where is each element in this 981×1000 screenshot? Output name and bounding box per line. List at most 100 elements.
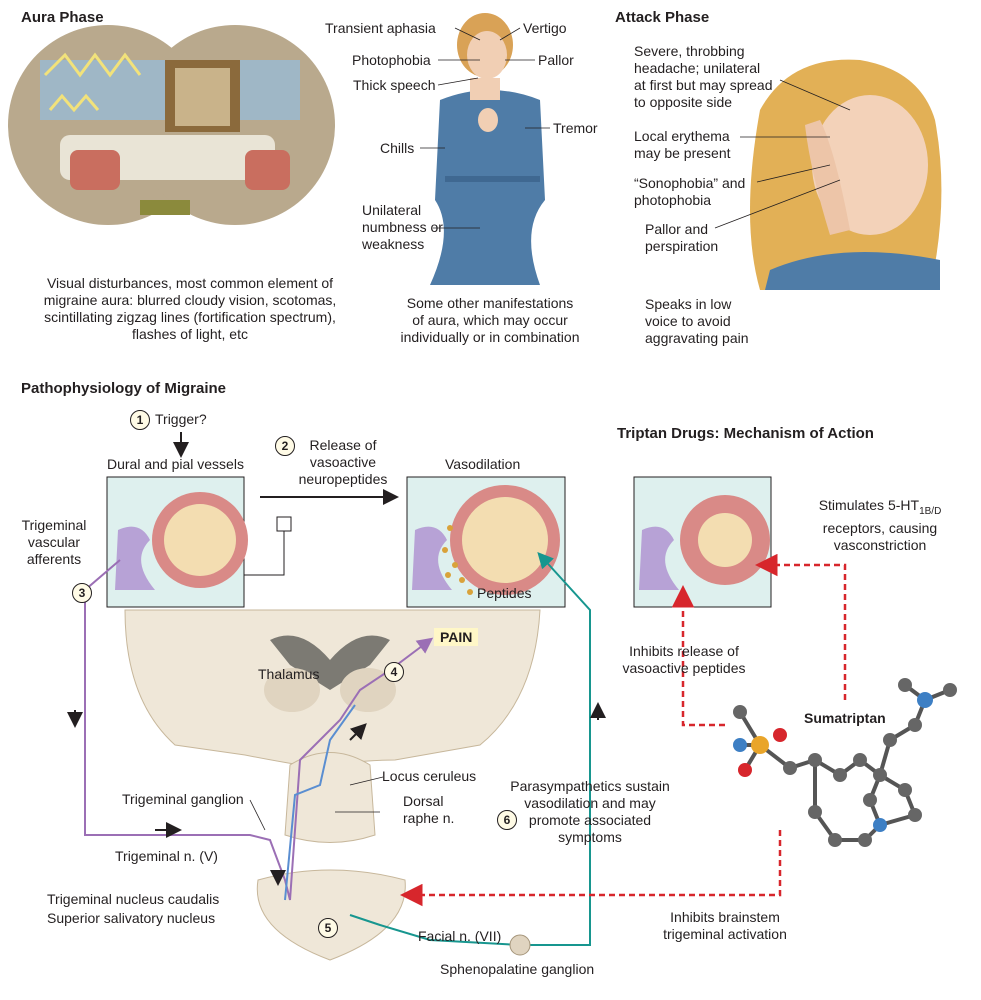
- nucleus-caudalis-label: Trigeminal nucleus caudalis: [47, 891, 220, 907]
- step-number-2: 2: [275, 436, 295, 456]
- brain-section: [124, 516, 541, 961]
- aura-caption-line: migraine aura: blurred cloudy vision, sc…: [43, 292, 337, 308]
- facial-nerve-label: Facial n. (VII): [418, 928, 502, 944]
- attack-voice-line: Speaks in low: [645, 296, 732, 312]
- sumatriptan-atoms: [733, 678, 957, 847]
- aura-caption-line: flashes of light, etc: [132, 326, 248, 342]
- woman-aura-illustration: [430, 13, 545, 285]
- attack-pallor-line: Pallor and: [645, 221, 709, 237]
- parasym-line: promote associated: [528, 812, 652, 828]
- vasodilation-label: Vasodilation: [445, 456, 521, 472]
- attack-erythema-line: Local erythema: [634, 128, 730, 144]
- inhibits-release-label: Inhibits release of vasoactive peptides: [604, 643, 764, 677]
- parasym-line: Parasympathetics sustain: [510, 778, 670, 794]
- attack-headache: Severe, throbbing headache; unilateral a…: [634, 43, 773, 111]
- inhibits-brainstem-line: Inhibits brainstem: [670, 909, 780, 925]
- parasympathetics-label: Parasympathetics sustain vasodilation an…: [495, 778, 685, 846]
- afferents-line: vascular: [27, 534, 81, 550]
- attack-title: Attack Phase: [615, 9, 710, 26]
- release-line: Release of: [309, 437, 377, 453]
- pain-label: PAIN: [434, 628, 479, 646]
- symptoms-caption-line: Some other manifestations: [406, 295, 574, 311]
- attack-voice-line: voice to avoid: [645, 313, 731, 329]
- stimulates-line: receptors, causing: [822, 519, 938, 536]
- afferents-line: Trigeminal: [21, 517, 87, 533]
- attack-voice: Speaks in low voice to avoid aggravating…: [645, 296, 749, 347]
- woman-attack-illustration: [750, 59, 942, 291]
- inhibits-release-line: vasoactive peptides: [622, 660, 746, 676]
- symptom-vertigo: Vertigo: [523, 20, 567, 36]
- inhibits-brainstem-label: Inhibits brainstem trigeminal activation: [640, 909, 810, 943]
- symptom-pallor: Pallor: [538, 52, 574, 68]
- raphe-path: [284, 704, 356, 901]
- inhibits-brainstem-line: trigeminal activation: [663, 926, 787, 942]
- release-line: vasoactive: [309, 454, 377, 470]
- symptoms-caption-line: of aura, which may occur: [412, 312, 568, 328]
- attack-voice-line: aggravating pain: [645, 330, 749, 346]
- triptan-inhibit-release-arrow: [671, 585, 725, 727]
- attack-headache-line: Severe, throbbing: [634, 43, 745, 59]
- patho-title: Pathophysiology of Migraine: [21, 380, 227, 397]
- sphenopalatine-ganglion-shape: [509, 934, 531, 956]
- release-line: neuropeptides: [298, 471, 388, 487]
- stimulates-line: vasconstriction: [833, 536, 927, 553]
- attack-erythema: Local erythema may be present: [634, 128, 731, 162]
- numbness-line: Unilateral: [362, 202, 422, 218]
- salivatory-nucleus-label: Superior salivatory nucleus: [47, 910, 216, 926]
- parasym-line: vasodilation and may: [524, 795, 656, 811]
- stimulates-text: Stimulates 5-HT: [818, 497, 920, 513]
- thalamus-label: Thalamus: [258, 666, 320, 682]
- attack-sonophobia: “Sonophobia” and photophobia: [634, 175, 745, 209]
- sphenopalatine-label: Sphenopalatine ganglion: [440, 961, 595, 977]
- aura-title: Aura Phase: [21, 9, 104, 26]
- attack-sonophobia-line: “Sonophobia” and: [634, 175, 746, 191]
- parasym-line: symptoms: [558, 829, 622, 845]
- afferents-line: afferents: [26, 551, 82, 567]
- attack-erythema-line: may be present: [634, 145, 731, 161]
- symptom-chills: Chills: [380, 140, 415, 156]
- stimulates-label: Stimulates 5-HT1B/D receptors, causing v…: [780, 497, 980, 554]
- numbness-line: weakness: [362, 236, 425, 252]
- peptides-label: Peptides: [477, 585, 532, 601]
- trigeminal-nerve-label: Trigeminal n. (V): [115, 848, 218, 864]
- attack-headache-line: to opposite side: [634, 94, 733, 110]
- inhibits-release-line: Inhibits release of: [629, 643, 739, 659]
- dorsal-raphe-label: Dorsal raphe n.: [403, 793, 454, 827]
- dorsal-line: Dorsal: [403, 793, 444, 809]
- stimulates-line: Stimulates 5-HT1B/D: [780, 497, 980, 520]
- attack-headache-line: headache; unilateral: [634, 60, 761, 76]
- aura-room-illustration: [8, 25, 335, 225]
- release-label: Release of vasoactive neuropeptides: [283, 437, 403, 488]
- numbness-line: numbness or: [362, 219, 443, 235]
- step-number-3: 3: [72, 583, 92, 603]
- attack-headache-line: at first but may spread: [634, 77, 773, 93]
- symptom-transient-aphasia: Transient aphasia: [325, 20, 436, 36]
- step-number-6: 6: [497, 810, 517, 830]
- symptoms-caption-line: individually or in combination: [400, 329, 580, 345]
- step-number-4: 4: [384, 662, 404, 682]
- triptan-title: Triptan Drugs: Mechanism of Action: [617, 425, 874, 442]
- triptan-vasoconstrict-arrow: [755, 553, 847, 700]
- triptan-vessel-box: [633, 476, 772, 608]
- attack-pallor: Pallor and perspiration: [645, 221, 718, 255]
- attack-pallor-line: perspiration: [645, 238, 719, 254]
- symptom-tremor: Tremor: [553, 120, 598, 136]
- stimulates-subscript: 1B/D: [919, 505, 942, 517]
- dural-vessel-box: [106, 476, 248, 608]
- symptom-thick-speech: Thick speech: [353, 77, 436, 93]
- aura-caption-line: scintillating zigzag lines (fortificatio…: [44, 309, 336, 325]
- symptom-photophobia: Photophobia: [352, 52, 431, 68]
- triptan-inhibit-brainstem-arrow: [400, 830, 782, 907]
- symptoms-caption: Some other manifestations of aura, which…: [385, 295, 595, 346]
- attack-sonophobia-line: photophobia: [634, 192, 712, 208]
- dorsal-line: raphe n.: [403, 810, 455, 826]
- step-number-1: 1: [130, 410, 150, 430]
- trigeminal-ganglion-label: Trigeminal ganglion: [122, 791, 244, 807]
- sumatriptan-label: Sumatriptan: [804, 710, 886, 726]
- symptom-numbness: Unilateral numbness or weakness: [362, 202, 443, 253]
- vasodilation-vessel-box: [406, 476, 566, 608]
- trigger-label: Trigger?: [155, 411, 207, 427]
- locus-ceruleus-label: Locus ceruleus: [382, 768, 477, 784]
- trigeminal-afferents-label: Trigeminal vascular afferents: [14, 517, 94, 568]
